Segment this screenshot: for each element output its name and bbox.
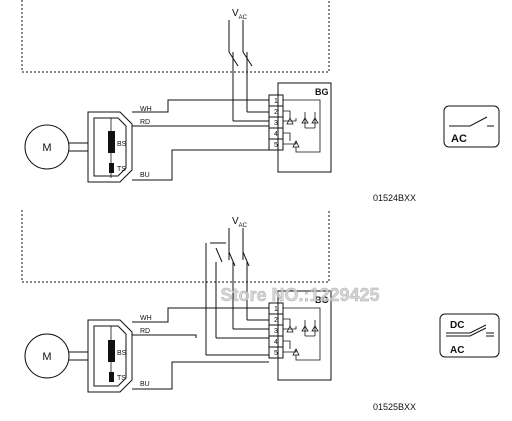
sensor-label-1: TS xyxy=(117,166,126,173)
motor-1 xyxy=(24,124,70,170)
terminal-1-4: 4 xyxy=(274,131,278,138)
supply-label-2: VAC xyxy=(232,216,248,229)
diagram-1: VAC M BS TS WH RD BU xyxy=(21,0,332,183)
wire-label-rd-1: RD xyxy=(140,119,150,126)
wire-label-wh-2: WH xyxy=(140,315,152,322)
svg-text:AC: AC xyxy=(450,345,464,356)
wire-wh-1 xyxy=(132,99,269,113)
rectifier-circuit-2 xyxy=(283,307,321,361)
brake-coil-2 xyxy=(108,340,115,362)
brake-housing-1 xyxy=(87,111,133,183)
dc-ac-switch-icon: DC AC xyxy=(439,313,500,358)
terminal-2-3: 3 xyxy=(274,328,278,335)
diagram-2: VAC M BS TS WH RD BU BG xyxy=(21,210,332,393)
thermal-sensor-1 xyxy=(109,163,114,173)
module-label-2: BG xyxy=(315,295,329,305)
terminal-2-5: 5 xyxy=(274,350,278,357)
wire-label-bu-2: BU xyxy=(140,381,150,388)
terminal-1-1: 1 xyxy=(274,98,278,105)
code-label-2: 01525BXX xyxy=(373,402,416,412)
wire-wh-2 xyxy=(132,307,269,323)
wire-rd-2 xyxy=(132,334,197,338)
terminal-2-4: 4 xyxy=(274,339,278,346)
terminal-2-2: 2 xyxy=(274,317,278,324)
wire-bu-1 xyxy=(132,149,269,181)
terminal-block-2 xyxy=(268,302,284,359)
motor-label-2: M xyxy=(42,351,51,363)
watermark-text: Store NO.:1229425 xyxy=(220,285,379,305)
terminal-block-1 xyxy=(268,94,284,151)
thermal-sensor-2 xyxy=(109,372,114,382)
wire-bu-2 xyxy=(132,361,269,390)
motor-label-1: M xyxy=(42,142,51,154)
terminal-2-1: 1 xyxy=(274,306,278,313)
dashed-enclosure-2 xyxy=(21,210,330,283)
sensor-label-2: TS xyxy=(117,375,126,382)
dashed-enclosure-1 xyxy=(21,0,330,73)
rectifier-circuit-1 xyxy=(283,99,321,153)
coil-label-2: BS xyxy=(117,350,127,357)
wire-label-wh-1: WH xyxy=(140,106,152,113)
ac-switch-icon: AC xyxy=(443,105,500,148)
wire-label-rd-2: RD xyxy=(140,328,150,335)
brake-housing-2 xyxy=(87,319,133,393)
svg-text:AC: AC xyxy=(451,133,467,145)
svg-text:DC: DC xyxy=(450,320,464,331)
supply-label-1: VAC xyxy=(232,8,248,21)
code-label-1: 01524BXX xyxy=(373,193,416,203)
terminal-1-5: 5 xyxy=(274,142,278,149)
brake-coil-1 xyxy=(108,131,115,153)
module-label-1: BG xyxy=(315,87,329,97)
motor-2 xyxy=(24,333,70,379)
wire-label-bu-1: BU xyxy=(140,172,150,179)
terminal-1-3: 3 xyxy=(274,120,278,127)
terminal-1-2: 2 xyxy=(274,109,278,116)
coil-label-1: BS xyxy=(117,141,127,148)
